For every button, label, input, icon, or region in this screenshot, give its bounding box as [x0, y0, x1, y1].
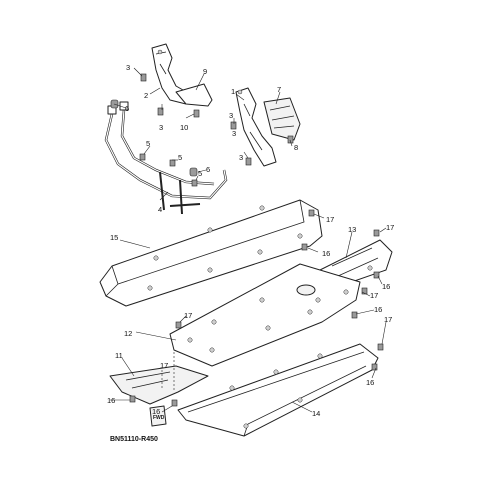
skid-plate-11 — [109, 352, 209, 405]
tube-frame — [104, 101, 228, 215]
callout-8: 8 — [294, 143, 298, 152]
bolt — [157, 107, 164, 116]
callout-17: 17 — [160, 361, 168, 370]
callout-16: 16 — [366, 378, 374, 387]
skid-plate-15 — [99, 199, 323, 307]
callout-9: 9 — [203, 67, 207, 76]
callout-3: 3 — [159, 123, 163, 132]
callout-12: 12 — [124, 329, 132, 338]
callout-3: 3 — [229, 111, 233, 120]
leader-lines — [110, 67, 387, 413]
callout-3: 3 — [126, 63, 130, 72]
bolt — [139, 153, 146, 161]
callout-17: 17 — [370, 291, 378, 300]
grommet — [189, 167, 198, 177]
callout-17: 17 — [184, 311, 192, 320]
callout-6: 6 — [206, 165, 210, 174]
diagram-code: BN51110-R450 — [110, 436, 158, 443]
callout-3: 3 — [232, 129, 236, 138]
callout-15: 15 — [110, 233, 118, 242]
bolt — [140, 73, 147, 82]
callout-3: 3 — [239, 153, 243, 162]
fastener-markers — [129, 209, 384, 407]
bolt — [191, 179, 198, 187]
callout-10: 10 — [180, 123, 188, 132]
callout-5: 5 — [146, 139, 150, 148]
bracket-left — [151, 43, 213, 107]
callout-5: 5 — [198, 169, 202, 178]
callout-11: 11 — [115, 351, 123, 360]
callout-17: 17 — [326, 215, 334, 224]
callout-14: 14 — [312, 409, 320, 418]
callout-17: 17 — [384, 315, 392, 324]
callout-4: 4 — [158, 205, 162, 214]
callout-16: 16 — [152, 407, 160, 416]
callout-13: 13 — [348, 225, 356, 234]
bolt — [169, 159, 176, 167]
callout-6: 6 — [125, 104, 129, 113]
callouts: 3 2 3 10 9 1 3 3 3 7 8 6 5 5 5 6 4 15 17… — [107, 63, 394, 418]
callout-7: 7 — [277, 85, 281, 94]
callout-17: 17 — [386, 223, 394, 232]
callout-5: 5 — [178, 153, 182, 162]
callout-1: 1 — [231, 87, 235, 96]
callout-2: 2 — [144, 91, 148, 100]
bolt — [193, 109, 200, 118]
skid-plate-12 — [169, 263, 361, 367]
callout-16: 16 — [374, 305, 382, 314]
callout-16: 16 — [382, 282, 390, 291]
bolt — [287, 135, 294, 144]
callout-16: 16 — [107, 396, 115, 405]
fwd-sticker: FWD — [149, 405, 167, 427]
bolt — [230, 121, 237, 130]
callout-16: 16 — [322, 249, 330, 258]
fwd-label: FWD — [153, 415, 165, 421]
bolt — [245, 157, 252, 166]
bracket-right — [235, 87, 301, 167]
